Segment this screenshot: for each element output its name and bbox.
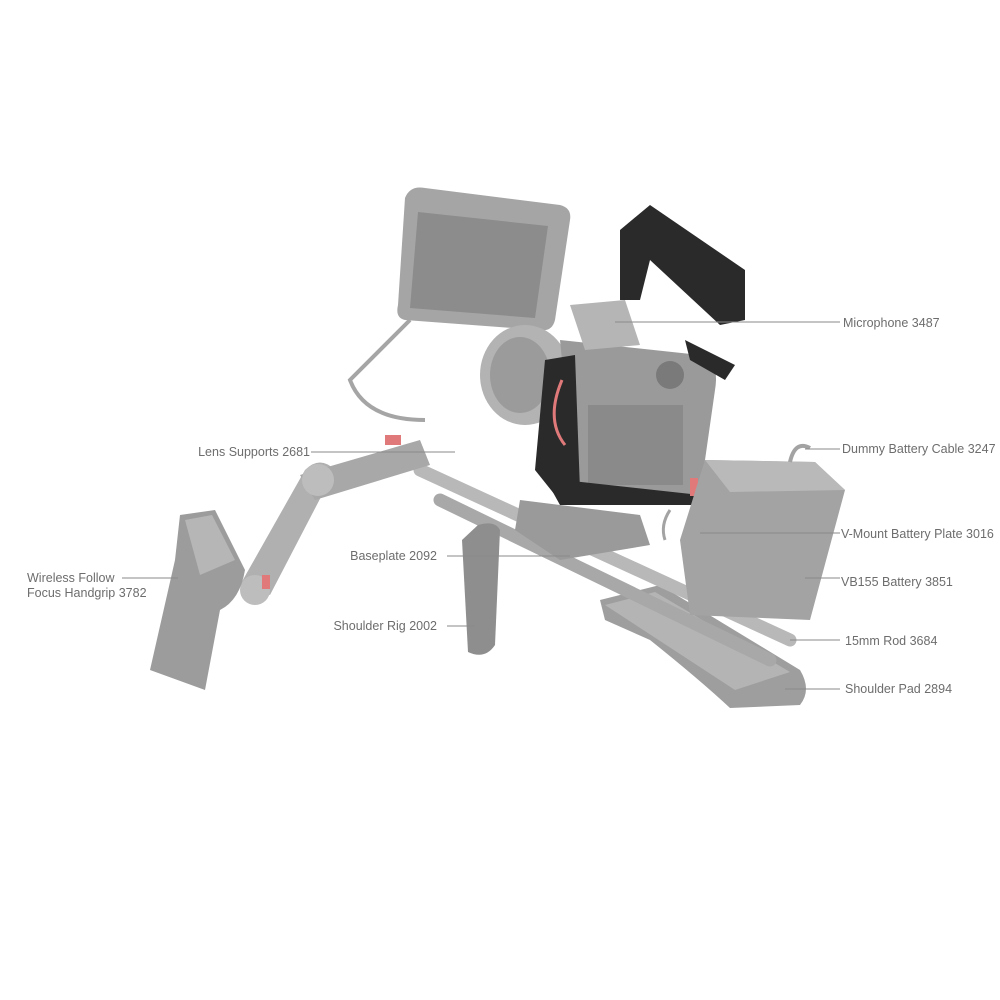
label-15mm-rod: 15mm Rod 3684 [845,634,938,648]
label-baseplate: Baseplate 2092 [350,549,437,563]
label-vb155-battery: VB155 Battery 3851 [841,575,953,589]
label-dummy-battery-cable: Dummy Battery Cable 3247 [842,442,996,456]
label-shoulder-pad: Shoulder Pad 2894 [845,682,953,696]
vb155-battery [661,443,845,620]
label-microphone: Microphone 3487 [843,316,940,330]
shoulder-rig-grip [462,523,500,655]
shoulder-pad [600,585,806,708]
baseplate [515,500,650,560]
monitor [347,187,571,422]
label-shoulder-rig: Shoulder Rig 2002 [333,619,437,633]
label-handgrip-line2: Focus Handgrip 3782 [27,586,147,600]
camera-cage [535,205,745,505]
lens-supports-arm [240,435,430,605]
wireless-follow-focus-handgrip [150,510,245,690]
camera-body [560,300,716,495]
label-handgrip-line1: Wireless Follow [27,571,115,585]
label-lens-supports: Lens Supports 2681 [198,445,310,459]
leader-lines [122,321,840,690]
label-vmount-battery-plate: V-Mount Battery Plate 3016 [841,527,994,541]
